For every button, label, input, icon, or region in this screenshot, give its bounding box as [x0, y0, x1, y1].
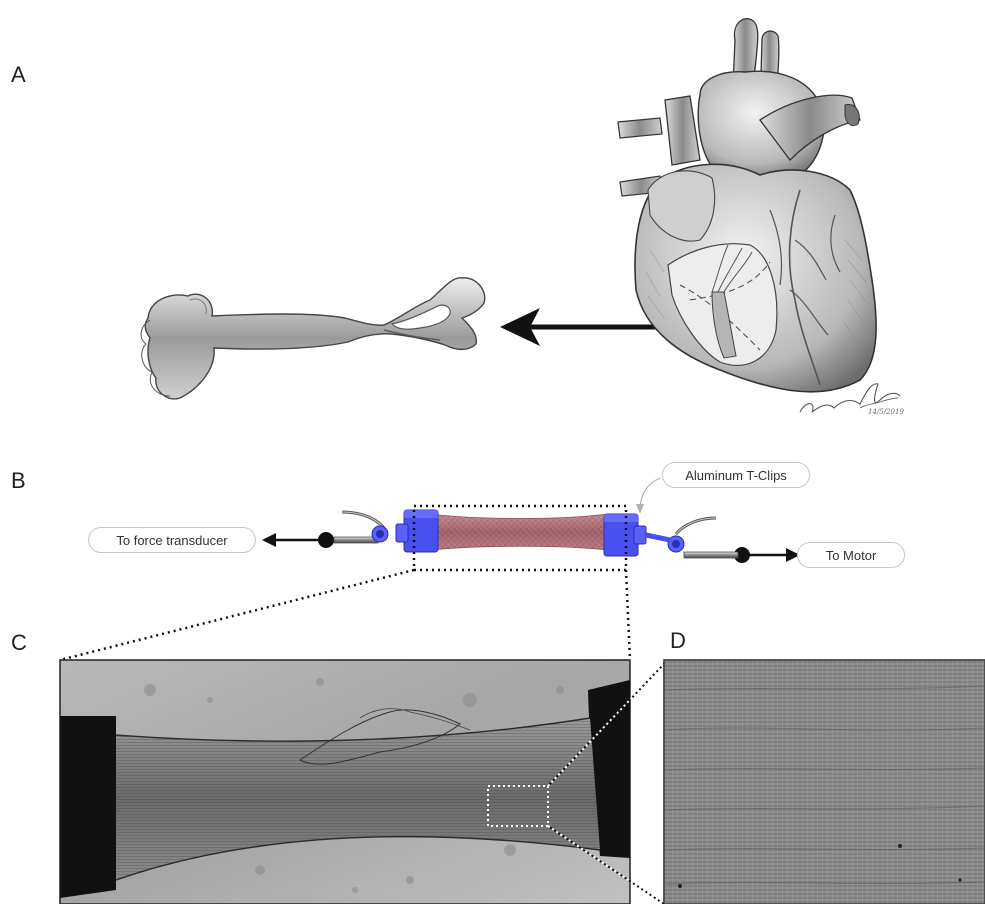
svg-text:14/5/2019: 14/5/2019	[868, 408, 904, 416]
right-hook	[676, 518, 738, 558]
motor-arrow	[734, 547, 800, 563]
right-t-clip	[604, 514, 684, 556]
zoom-projection-left	[60, 570, 414, 660]
zoom-projection-right	[626, 570, 630, 660]
left-t-clip	[372, 510, 438, 552]
micrograph-c	[60, 660, 630, 904]
motor-label: To Motor	[797, 542, 905, 568]
force-transducer-label: To force transducer	[88, 527, 256, 553]
papillary-muscle-illustration	[141, 278, 485, 399]
aluminum-t-clips-label: Aluminum T-Clips	[662, 462, 810, 488]
heart-illustration	[618, 19, 876, 392]
micrograph-d-striations	[664, 660, 985, 904]
force-arrow	[262, 532, 334, 548]
